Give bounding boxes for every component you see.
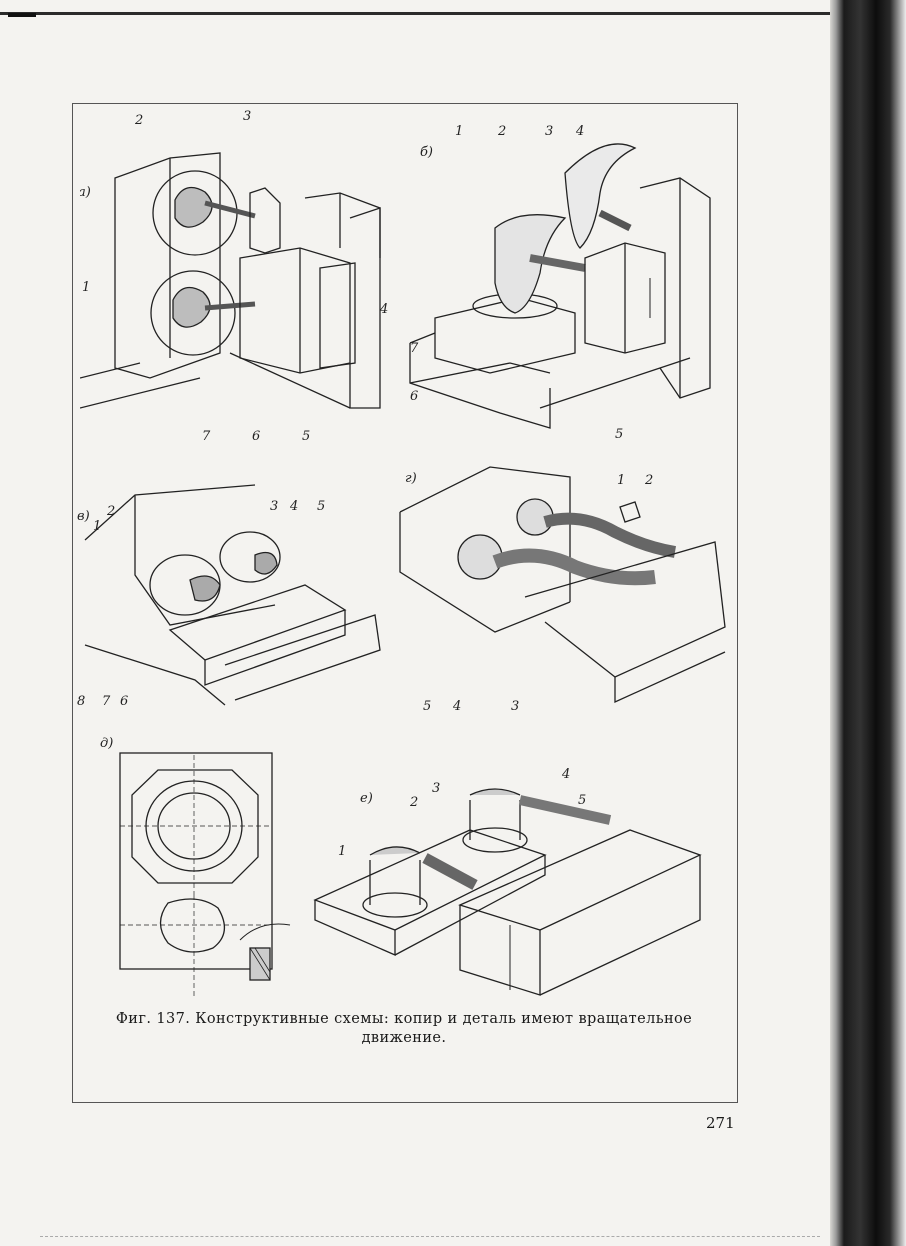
panel-b-label-3: 3 [545,124,553,139]
panel-d-letter: д) [100,736,113,751]
panel-g-label-1: 1 [617,473,625,488]
bottom-scan-rule [40,1236,820,1238]
panel-b-label-1: 1 [455,124,463,139]
panel-v-label-6: 6 [120,694,128,709]
panel-v-label-8: 8 [77,694,85,709]
panel-b-label-5: 5 [615,427,623,442]
panel-b-label-7: 7 [410,341,419,356]
panel-b-letter: б) [420,145,433,160]
panel-v-label-4: 4 [289,499,298,514]
panel-b-label-6: 6 [410,389,418,404]
panel-e-label-5: 5 [578,793,586,808]
panel-v-label-1: 1 [93,519,101,534]
top-scan-rule [0,12,830,15]
panel-e-label-3: 3 [432,781,440,796]
panel-b: б) 1 2 3 4 7 6 5 [400,108,730,453]
panel-g-letter: г) [405,471,417,486]
panel-e-label-1: 1 [338,844,346,859]
panel-v-label-2: 2 [106,504,115,519]
panel-a: а) 2 3 1 4 7 6 5 [80,108,400,453]
panel-v-letter: в) [77,509,90,524]
panel-a-label-1: 1 [82,280,90,295]
panel-a-label-4: 4 [379,302,388,317]
panel-e-label-2: 2 [409,795,418,810]
caption-line-1: Фиг. 137. Конструктивные схемы: копир и … [98,1010,710,1029]
panel-e: е) 1 2 3 4 5 [310,760,705,1000]
panel-a-label-5: 5 [302,429,310,444]
panel-g-label-4: 4 [452,699,461,714]
panel-d: д) [100,735,300,1000]
panel-v-label-7: 7 [102,694,111,709]
figure-caption: Фиг. 137. Конструктивные схемы: копир и … [98,1010,710,1048]
panel-e-label-4: 4 [561,767,570,782]
panel-b-label-4: 4 [575,124,584,139]
panel-a-label-3: 3 [243,109,251,124]
panel-e-letter: е) [360,791,373,806]
panel-v: в) 1 2 3 4 5 8 7 6 [75,465,390,720]
panel-a-label-6: 6 [252,429,260,444]
caption-line-2: движение. [98,1029,710,1048]
panel-a-letter: а) [80,185,91,200]
panel-v-label-5: 5 [317,499,325,514]
book-binding-edge [830,0,906,1246]
top-scan-mark [8,13,36,17]
panel-b-label-2: 2 [497,124,506,139]
panel-g-label-2: 2 [644,473,653,488]
panel-v-label-3: 3 [270,499,278,514]
panel-a-label-2: 2 [134,113,143,128]
panel-a-label-7: 7 [202,429,211,444]
panel-g-label-3: 3 [511,699,519,714]
panel-g: г) 1 2 5 4 3 [395,462,730,717]
panel-g-label-5: 5 [423,699,431,714]
page-number: 271 [706,1114,735,1132]
